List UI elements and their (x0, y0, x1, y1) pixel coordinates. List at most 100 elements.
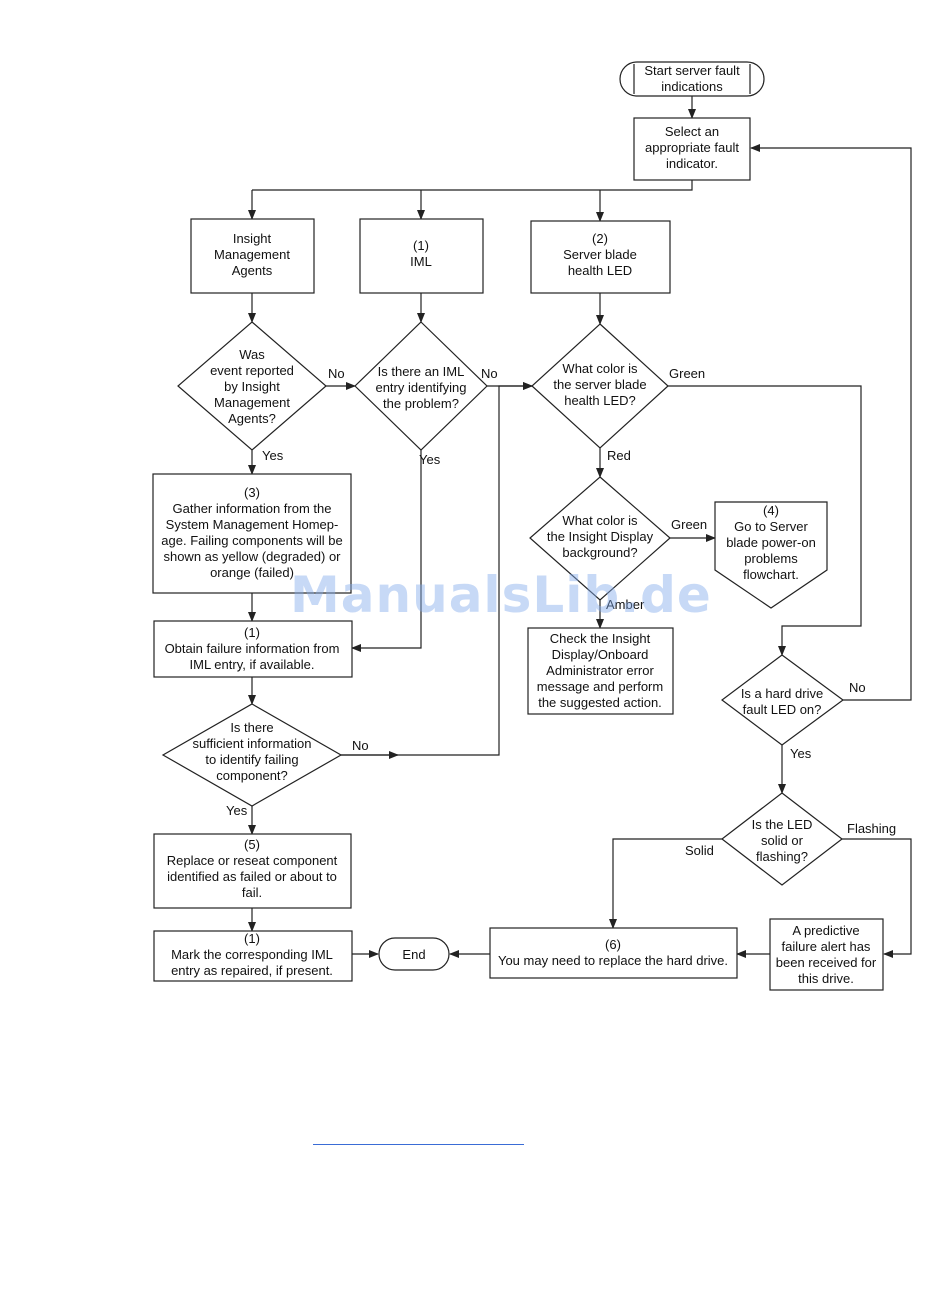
node-text-line: solid or (761, 833, 804, 848)
replace-component-box (153, 833, 352, 909)
blade-color-decision (531, 323, 669, 449)
node-text-line: health LED (568, 263, 632, 278)
node-text-line: the problem? (383, 396, 459, 411)
edge-qiml-yes (351, 450, 422, 652)
display-color-decision (529, 476, 671, 601)
node-text-line: Management (214, 247, 290, 262)
node-text-line: event reported (210, 363, 294, 378)
node-text-line: the suggested action. (538, 695, 662, 710)
node-text-line: (6) (605, 937, 621, 952)
node-text-line: failure alert has (782, 939, 871, 954)
node-text-line: to identify failing (205, 752, 298, 767)
node-text-line: entry identifying (375, 380, 466, 395)
node-text-line: Mark the corresponding IML (171, 947, 333, 962)
node-text-line: Select an (665, 124, 719, 139)
poweron-offpage (714, 501, 828, 609)
node-text-line: Gather information from the (173, 501, 332, 516)
replace-drive-box (489, 927, 738, 979)
node-text-line: Was (239, 347, 265, 362)
iml-box (359, 218, 484, 294)
node-text-line: shown as yellow (degraded) or (163, 549, 341, 564)
node-text-line: (1) (244, 625, 260, 640)
node-text-line: problems (744, 551, 798, 566)
node-text-line: by Insight (224, 379, 280, 394)
label-yes-iml: Yes (419, 452, 441, 467)
node-text-replace-drive: (6)You may need to replace the hard driv… (498, 937, 728, 968)
iml-entry-decision (354, 321, 488, 451)
blade-led-box (530, 220, 671, 294)
edge-solid (609, 838, 722, 929)
node-text-line: (3) (244, 485, 260, 500)
watermark: ManualsLib.de (290, 566, 712, 624)
edge-color-green (668, 385, 862, 656)
node-text-line: You may need to replace the hard drive. (498, 953, 728, 968)
hdd-led-decision (721, 654, 845, 746)
node-text-line: Start server fault (644, 63, 740, 78)
node-text-line: Replace or reseat component (167, 853, 338, 868)
node-text-line: the server blade (553, 377, 646, 392)
node-text-line: Management (214, 395, 290, 410)
node-text-end: End (402, 947, 425, 962)
node-text-line: End (402, 947, 425, 962)
sufficient-info-decision (161, 703, 343, 807)
label-yes-sufficient: Yes (226, 803, 248, 818)
node-text-line: Is there (230, 720, 273, 735)
node-text-line: sufficient information (193, 736, 312, 751)
mark-repaired-box (153, 930, 353, 982)
edge-labels: No No Green Yes Yes Red Green Amber No Y… (226, 366, 896, 858)
node-text-line: (4) (763, 503, 779, 518)
node-text-line: What color is (562, 513, 638, 528)
select-indicator-box (633, 117, 751, 181)
node-text-line: message and perform (537, 679, 663, 694)
label-no-reported: No (328, 366, 345, 381)
node-text-line: (2) (592, 231, 608, 246)
node-text-line: Administrator error (546, 663, 654, 678)
node-text-iml: (1)IML (410, 238, 432, 269)
node-shapes (152, 61, 884, 991)
node-text-line: (5) (244, 837, 260, 852)
node-text-line: Server blade (563, 247, 637, 262)
edge-sufficient-no (341, 382, 533, 756)
node-text-line: fail. (242, 885, 262, 900)
edge-hdd-no (750, 144, 912, 701)
label-no-sufficient: No (352, 738, 369, 753)
node-text-line: IML (410, 254, 432, 269)
node-text-line: Agents? (228, 411, 276, 426)
node-text-line: Obtain failure information from (165, 641, 340, 656)
node-text-line: Insight (233, 231, 272, 246)
reported-decision (177, 321, 327, 451)
node-text-line: (1) (413, 238, 429, 253)
label-solid: Solid (685, 843, 714, 858)
node-text-line: Check the Insight (550, 631, 651, 646)
node-text-line: background? (562, 545, 637, 560)
node-text-line: Is the LED (752, 817, 813, 832)
led-solid-decision (721, 792, 843, 886)
label-amber: Amber (606, 597, 645, 612)
node-text-line: age. Failing components will be (161, 533, 342, 548)
edges (248, 96, 912, 958)
label-green-display: Green (671, 517, 707, 532)
node-text-line: been received for (776, 955, 877, 970)
predictive-alert-box (769, 918, 884, 991)
node-text-line: What color is (562, 361, 638, 376)
end-terminator (378, 937, 450, 971)
node-text-line: Go to Server (734, 519, 808, 534)
node-text-line: (1) (244, 931, 260, 946)
node-text-line: the Insight Display (547, 529, 654, 544)
node-text-line: entry as repaired, if present. (171, 963, 333, 978)
